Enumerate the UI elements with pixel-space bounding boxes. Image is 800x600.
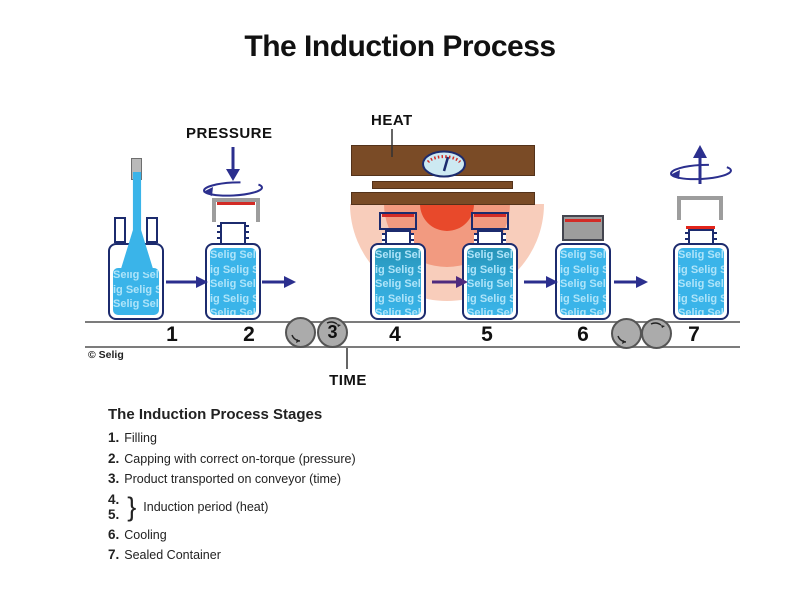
- pressure-label: PRESSURE: [186, 125, 273, 142]
- copyright-text: © Selig: [88, 349, 124, 361]
- stage-number-4: 4: [389, 323, 401, 346]
- legend-item-numbers: 4. 5.: [108, 492, 124, 522]
- legend-item-6: 6. Cooling: [108, 527, 356, 542]
- stage-number-6: 6: [577, 323, 589, 346]
- stage-number-5: 5: [481, 323, 493, 346]
- legend-item-text: Capping with correct on-torque (pressure…: [124, 451, 356, 466]
- conveyor-roller: [641, 318, 672, 349]
- cap-icon: [471, 212, 509, 230]
- cap-icon: [212, 198, 260, 222]
- gauge-icon: [422, 150, 466, 178]
- legend: The Induction Process Stages 1. Filling 2…: [108, 406, 356, 568]
- rotation-arrow-icon: [670, 163, 732, 181]
- page-title: The Induction Process: [244, 30, 556, 63]
- stage-number-7: 7: [688, 323, 700, 346]
- foil-seal-icon: [686, 226, 715, 229]
- roller-rotation-icon: [291, 334, 301, 343]
- seal-liner-icon: [382, 214, 414, 217]
- legend-item-text: Cooling: [124, 527, 167, 542]
- legend-item-number: 3.: [108, 471, 120, 486]
- legend-item-number: 7.: [108, 547, 120, 562]
- legend-item-number: 5.: [108, 507, 120, 522]
- legend-item-number: 2.: [108, 450, 120, 466]
- legend-item-1: 1. Filling: [108, 430, 356, 445]
- bottle-neck: [382, 230, 414, 245]
- flow-arrow-icon: [166, 276, 208, 288]
- bottle-neck: [217, 222, 249, 245]
- bottle-neck-thread-left: [114, 217, 126, 243]
- conveyor-roller-stage-3: 3: [317, 317, 348, 348]
- stage-number-1: 1: [166, 323, 178, 346]
- seal-liner-icon: [565, 219, 601, 222]
- stage-number-2: 2: [243, 323, 255, 346]
- conveyor-bottom-line: [85, 346, 740, 348]
- legend-item-4-5: 4. 5. } Induction period (heat): [108, 492, 356, 523]
- bottle-neck-thread-right: [146, 217, 158, 243]
- legend-title: The Induction Process Stages: [108, 406, 323, 423]
- legend-item-text: Induction period (heat): [143, 500, 269, 514]
- roller-rotation-icon: [650, 322, 665, 328]
- heat-label: HEAT: [371, 112, 413, 129]
- legend-item-text: Filling: [124, 431, 157, 445]
- brace-icon: }: [127, 491, 137, 522]
- legend-item-number: 1.: [108, 430, 120, 445]
- legend-item-text: Sealed Container: [124, 548, 221, 562]
- induction-heater-bottom-bar: [351, 192, 535, 205]
- legend-item-7: 7. Sealed Container: [108, 547, 356, 562]
- induction-heater-middle-bar: [372, 181, 513, 189]
- cap-icon: [562, 215, 604, 241]
- conveyor-top-line: [85, 321, 740, 323]
- flow-arrow-icon: [614, 276, 648, 288]
- legend-item-number: 4.: [108, 492, 120, 507]
- legend-item-3: 3. Product transported on conveyor (time): [108, 471, 356, 486]
- bottle-neck: [474, 230, 506, 245]
- seal-liner-icon: [217, 202, 255, 205]
- bottle-neck: [685, 229, 717, 245]
- pressure-arrow-icon: [226, 147, 240, 181]
- time-label: TIME: [329, 372, 367, 389]
- rotation-arrow-icon: [203, 181, 263, 197]
- removal-arrow-icon: [693, 145, 707, 184]
- legend-item-number: 6.: [108, 526, 120, 542]
- roller-rotation-icon: [617, 335, 627, 344]
- legend-item-2: 2. Capping with correct on-torque (pressu…: [108, 451, 356, 466]
- legend-item-text: Product transported on conveyor (time): [124, 472, 342, 486]
- seal-liner-icon: [474, 214, 506, 217]
- conveyor-roller: [285, 317, 316, 348]
- roller-rotation-icon: [326, 321, 341, 327]
- cap-icon: [677, 196, 723, 220]
- cap-icon: [379, 212, 417, 230]
- stage-number-3: 3: [327, 322, 338, 342]
- conveyor-roller: [611, 318, 642, 349]
- flow-arrow-icon: [262, 276, 296, 288]
